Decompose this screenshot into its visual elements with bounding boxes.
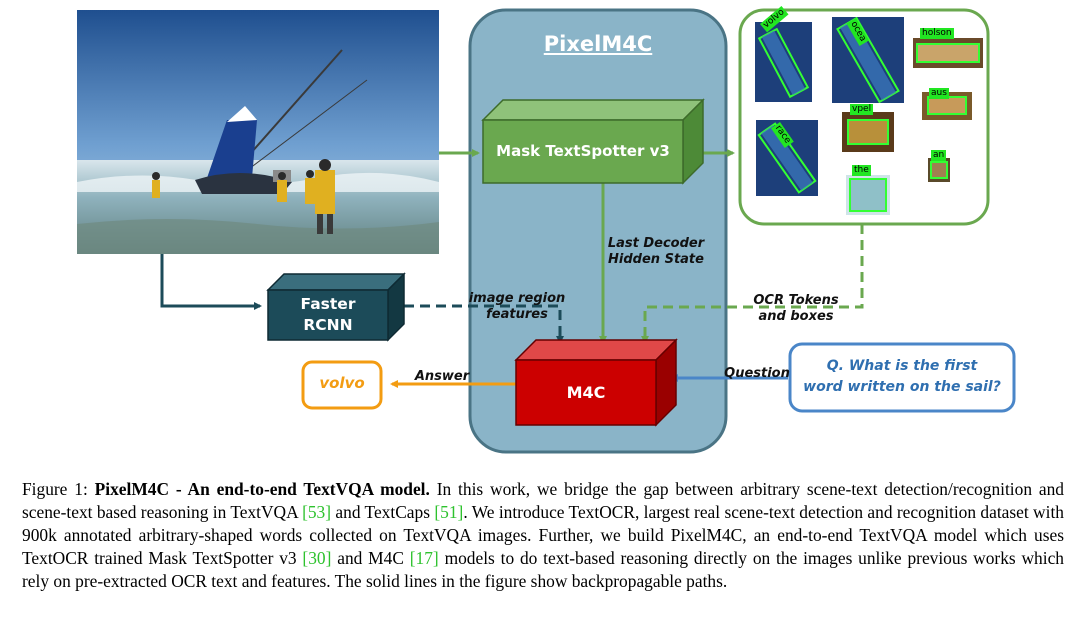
- ocr-word: vpel: [850, 104, 874, 115]
- ocr-word: aus: [929, 88, 949, 99]
- citation-link[interactable]: [53]: [302, 502, 332, 522]
- detector-label: Faster RCNN: [268, 294, 388, 336]
- caption-text: . We introduce TextOCR, largest real sce…: [22, 502, 1064, 568]
- ocr-word: an: [931, 150, 947, 161]
- ocr-word: the: [852, 165, 871, 176]
- caption-text: In this work, we bridge the gap between …: [22, 479, 1064, 522]
- answer-box: [301, 360, 383, 410]
- citation-link[interactable]: [30]: [302, 548, 332, 568]
- mask-textspotter-box: [481, 98, 705, 185]
- faster-rcnn-box: [266, 272, 406, 342]
- ocr-crop-vpel: [842, 112, 894, 152]
- caption-text: and M4C: [337, 548, 404, 568]
- edge-label-region: image region features: [466, 291, 568, 323]
- edge-region-features: [404, 304, 564, 344]
- ocr-crop-the: [846, 175, 890, 215]
- caption-text: models to do text-based reasoning direct…: [22, 548, 1064, 591]
- question-line2: word written on the sail?: [803, 379, 1001, 395]
- caption-label: Figure 1:: [22, 479, 88, 499]
- ocr-crop-ocea: [832, 17, 904, 103]
- core-label: M4C: [566, 383, 606, 402]
- edge-ocr-tokens: [641, 224, 864, 344]
- caption-title: PixelM4C - An end-to-end TextVQA model.: [94, 479, 430, 499]
- spotter-label: Mask TextSpotter v3: [496, 142, 670, 160]
- edge-label-question: Question: [724, 366, 790, 381]
- edge-label-decoder-line1: Last Decoder: [607, 236, 705, 251]
- ocr-word: holson: [920, 28, 954, 39]
- question-line1: Q. What is the first: [826, 358, 978, 374]
- figure-caption: Figure 1: PixelM4C - An end-to-end TextV…: [22, 478, 1064, 593]
- edge-label-decoder: Last Decoder Hidden State: [606, 236, 706, 268]
- detector-label-line2: RCNN: [303, 316, 353, 334]
- citation-link[interactable]: [17]: [409, 548, 439, 568]
- edge-label-ocr-line1: OCR Tokens: [753, 293, 839, 308]
- ocr-crop-holson: [913, 38, 983, 68]
- answer-value: volvo: [319, 374, 365, 392]
- ocr-crop-volvo: [755, 22, 812, 102]
- ocr-crop-race: [756, 120, 818, 196]
- edge-label-region-line1: image region: [468, 291, 566, 306]
- ocr-crop-an: [928, 158, 950, 182]
- detector-label-line1: Faster: [300, 295, 356, 313]
- edge-image-to-detector: [160, 254, 262, 310]
- question-box: [788, 342, 1016, 413]
- edge-label-answer: Answer: [414, 369, 470, 384]
- citation-link[interactable]: [51]: [434, 502, 464, 522]
- question-text: Q. What is the first word written on the…: [790, 356, 1014, 398]
- edge-label-decoder-line2: Hidden State: [608, 252, 704, 267]
- pixelm4c-diagram: volvo ocea holson aus vpel race an the P…: [77, 5, 1016, 454]
- edge-label-ocr: OCR Tokens and boxes: [748, 293, 844, 325]
- input-photo: [77, 10, 439, 254]
- model-title: PixelM4C: [543, 32, 653, 56]
- edge-label-ocr-line2: and boxes: [758, 309, 834, 324]
- m4c-box: [514, 338, 678, 427]
- caption-text: and TextCaps: [335, 502, 430, 522]
- edge-label-region-line2: features: [486, 307, 548, 322]
